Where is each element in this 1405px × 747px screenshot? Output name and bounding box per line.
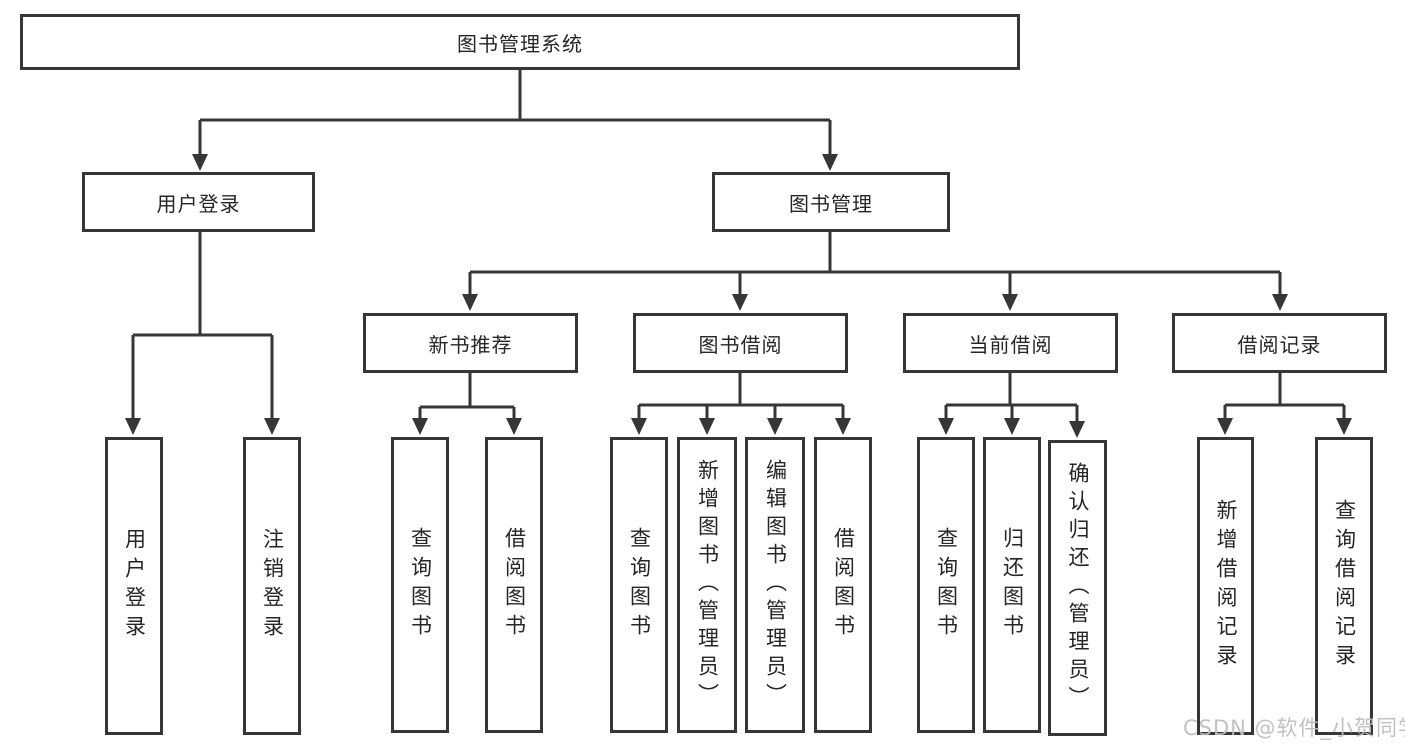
leaf-add-borrow-record-label: 新增借阅记录	[1214, 499, 1239, 673]
leaf-query-borrow-record: 查询借阅记录	[1315, 437, 1373, 735]
leaf-query-borrow-record-label: 查询借阅记录	[1332, 499, 1357, 673]
leaf-borrow-book-borrow: 借阅图书	[814, 437, 872, 733]
node-book-management: 图书管理	[712, 172, 950, 232]
connector-root-to-level1	[198, 70, 832, 157]
leaf-borrow-book-recommend-label: 借阅图书	[502, 527, 527, 643]
csdn-watermark: CSDN @软件_小贺同学	[1183, 716, 1405, 740]
arrowheads-level1	[192, 154, 838, 171]
leaf-query-book-current-label: 查询图书	[934, 527, 959, 643]
connector-current-borrow-children	[944, 373, 1079, 422]
leaf-query-book-borrow-label: 查询图书	[627, 527, 652, 643]
node-root: 图书管理系统	[20, 14, 1020, 70]
node-root-label: 图书管理系统	[457, 31, 583, 56]
leaf-edit-book-admin-label: 编辑图书（管理员）	[763, 459, 788, 711]
leaf-add-book-admin-label: 新增图书（管理员）	[695, 459, 720, 711]
leaf-edit-book-admin: 编辑图书（管理员）	[745, 437, 805, 733]
arrowheads-level2	[462, 294, 1288, 311]
leaf-logout: 注销登录	[243, 437, 301, 735]
node-borrow-records-label: 借阅记录	[1237, 332, 1322, 357]
connector-book-borrow-children	[637, 373, 845, 420]
leaf-return-book-label: 归还图书	[1000, 527, 1025, 643]
leaf-borrow-book-recommend: 借阅图书	[485, 437, 543, 733]
connector-new-book-recommend-children	[418, 373, 516, 420]
node-current-borrow-label: 当前借阅	[968, 332, 1053, 357]
leaf-confirm-return-admin-label: 确认归还（管理员）	[1066, 462, 1091, 714]
node-new-book-recommend-label: 新书推荐	[428, 332, 513, 357]
node-new-book-recommend: 新书推荐	[363, 313, 578, 373]
leaf-query-book-recommend: 查询图书	[391, 437, 449, 733]
arrowheads-current-borrow	[938, 418, 1085, 438]
arrowheads-borrow-records	[1217, 418, 1352, 435]
leaf-user-login-label: 用户登录	[122, 528, 147, 644]
leaf-add-book-admin: 新增图书（管理员）	[677, 437, 737, 733]
node-user-login: 用户登录	[82, 172, 315, 232]
node-user-login-label: 用户登录	[156, 191, 241, 216]
leaf-user-login: 用户登录	[105, 437, 163, 735]
leaf-add-borrow-record: 新增借阅记录	[1197, 437, 1254, 735]
leaf-confirm-return-admin: 确认归还（管理员）	[1048, 440, 1107, 736]
arrowheads-new-book-recommend	[412, 418, 522, 435]
leaf-logout-label: 注销登录	[260, 528, 285, 644]
connector-book-management-children	[468, 232, 1282, 296]
leaf-return-book: 归还图书	[983, 437, 1041, 733]
leaf-query-book-borrow: 查询图书	[610, 437, 668, 733]
node-book-management-label: 图书管理	[789, 191, 873, 216]
connector-user-login-children	[131, 232, 274, 420]
leaf-query-book-recommend-label: 查询图书	[408, 527, 433, 643]
arrowheads-user-login-children	[125, 418, 280, 435]
connector-borrow-records-children	[1223, 373, 1346, 420]
leaf-borrow-book-borrow-label: 借阅图书	[831, 527, 856, 643]
node-borrow-records: 借阅记录	[1172, 313, 1387, 373]
leaf-query-book-current: 查询图书	[917, 437, 975, 733]
node-book-borrow: 图书借阅	[633, 313, 848, 373]
node-book-borrow-label: 图书借阅	[698, 332, 783, 357]
node-current-borrow: 当前借阅	[903, 313, 1118, 373]
arrowheads-book-borrow	[631, 418, 851, 435]
